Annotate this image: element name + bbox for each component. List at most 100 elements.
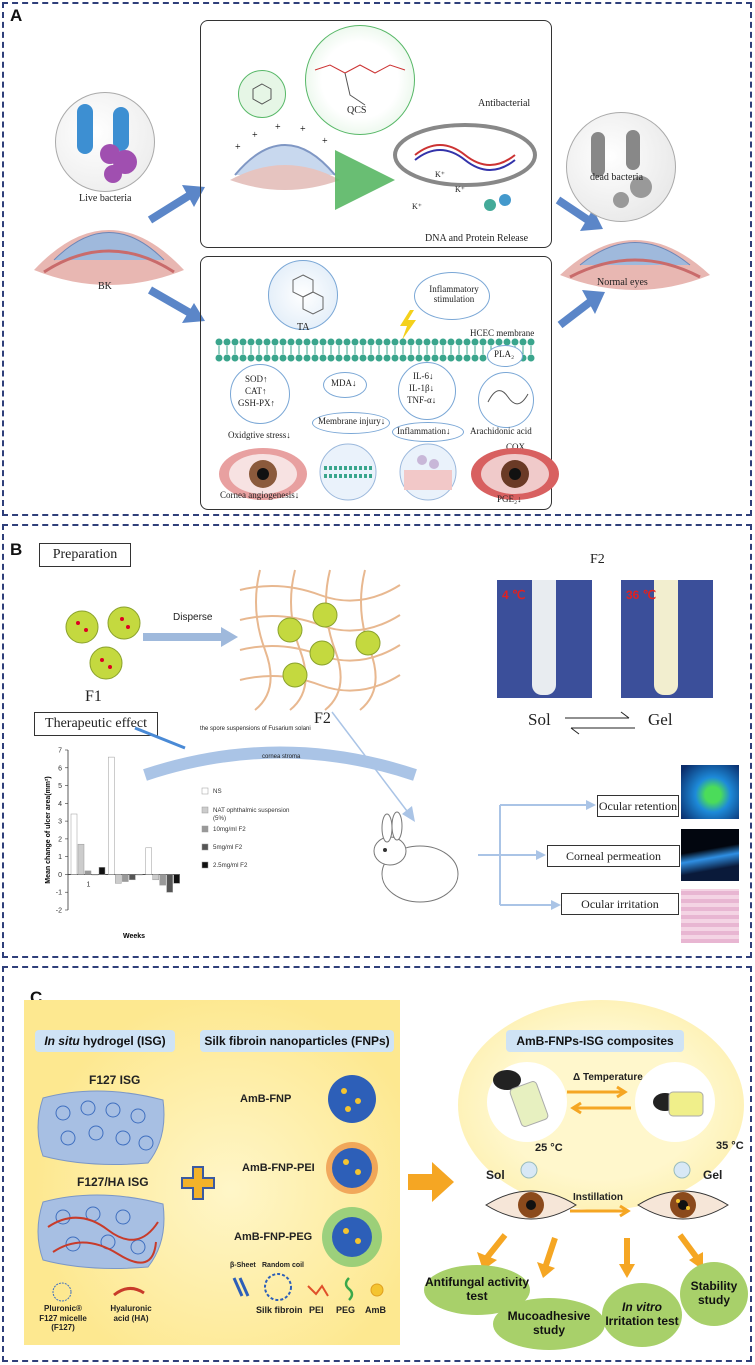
big-orange-arrow bbox=[408, 1162, 454, 1202]
silk-fibroin-label: Silk fibroin bbox=[256, 1305, 303, 1315]
mda-bubble bbox=[323, 372, 367, 398]
ocular-retention-box: Ocular retention bbox=[597, 795, 679, 817]
rabbit-illustration bbox=[373, 811, 459, 903]
bacterial-cell-diagram bbox=[393, 123, 537, 211]
amb-label: AmB bbox=[365, 1305, 387, 1315]
eye-sol bbox=[485, 1190, 577, 1220]
sol-label: Sol bbox=[528, 710, 551, 729]
ha-legend-icon bbox=[113, 1287, 145, 1297]
ta-label: TA bbox=[297, 322, 310, 333]
chart-legend-label: (5%) bbox=[213, 815, 226, 822]
pei-icon bbox=[307, 1284, 329, 1297]
stability-oval: Stability study bbox=[680, 1262, 748, 1326]
il1b-label: IL-1β↓ bbox=[409, 383, 435, 393]
tissue-icon bbox=[399, 443, 457, 501]
droplet-sol-icon bbox=[520, 1161, 538, 1179]
chart-legend-label: 2.5mg/ml F2 bbox=[213, 862, 248, 869]
therapeutic-box: Therapeutic effect bbox=[34, 712, 158, 736]
temp-high-label: 36 ℃ bbox=[626, 588, 657, 602]
anti-inflammatory-box bbox=[200, 256, 552, 510]
chart-y-tick-label: -2 bbox=[56, 908, 62, 915]
equilibrium-arrows bbox=[565, 711, 635, 735]
disperse-arrow bbox=[143, 627, 238, 647]
chart-bar bbox=[145, 847, 152, 875]
eye-with-gel: +++++ bbox=[230, 122, 340, 190]
f127ha-isg-gel bbox=[37, 1194, 165, 1269]
ta-structure bbox=[292, 274, 324, 315]
svg-text:+: + bbox=[275, 122, 281, 133]
arrow-to-anti-inflammatory bbox=[148, 286, 205, 323]
qcs-structure bbox=[314, 64, 406, 106]
red-eye-left bbox=[219, 448, 307, 500]
inflammatory-bubble bbox=[414, 272, 490, 320]
dead-bacteria-label: dead bacteria bbox=[590, 172, 644, 183]
isg-title: In situ hydrogel (ISG) bbox=[35, 1030, 175, 1052]
plus-icon bbox=[181, 1166, 215, 1200]
inflammatory-label: Inflammatory stimulation bbox=[429, 284, 479, 304]
f127ha-isg-label: F127/HA ISG bbox=[77, 1175, 149, 1189]
temp-low-label: 4 ℃ bbox=[502, 588, 526, 602]
inflammation-label: Inflammation↓ bbox=[397, 426, 451, 436]
peg-icon bbox=[344, 1277, 354, 1301]
catechol-structure bbox=[252, 83, 272, 105]
cornea-angio-label: Cornea angiogenesis↓ bbox=[220, 490, 300, 500]
f1-particles bbox=[65, 606, 141, 680]
chart-bar bbox=[70, 813, 78, 875]
qcs-label: QCS bbox=[347, 105, 367, 116]
amb-fnp-pei-particle bbox=[326, 1142, 378, 1194]
permeation-image bbox=[681, 829, 739, 881]
chart-bar bbox=[166, 874, 173, 893]
antibacterial-box bbox=[200, 20, 552, 248]
dna-release-label: DNA and Protein Release bbox=[425, 233, 529, 244]
k-ion-label-3: K⁺ bbox=[412, 202, 422, 211]
panel-b-label: B bbox=[10, 540, 23, 559]
cornea-diagram bbox=[134, 726, 417, 781]
pluronic-label: Pluronic® F127 micelle (F127) bbox=[39, 1304, 87, 1333]
droplet-gel-icon bbox=[673, 1161, 691, 1179]
preparation-box: Preparation bbox=[39, 543, 131, 567]
cornea-stroma-label: cornea stroma bbox=[262, 754, 301, 760]
qcs-bubble bbox=[305, 25, 415, 135]
photo-gel-tube bbox=[621, 580, 713, 698]
chart-y-tick-label: 2 bbox=[58, 836, 62, 843]
green-spotlight-arrow bbox=[335, 150, 395, 210]
tnfa-label: TNF-α↓ bbox=[407, 395, 437, 405]
k-ion-label-2: K⁺ bbox=[455, 185, 465, 194]
mucoadhesive-oval: Mucoadhesive study bbox=[493, 1298, 605, 1350]
amb-icon bbox=[370, 1283, 384, 1297]
amb-fnp-pei-label: AmB-FNP-PEI bbox=[242, 1162, 315, 1174]
f1-label: F1 bbox=[85, 688, 102, 705]
gsh-label: GSH-PX↑ bbox=[238, 398, 276, 408]
pla2-label: PLA₂ bbox=[494, 349, 515, 359]
chart-bar bbox=[122, 874, 129, 882]
composites-title: AmB-FNPs-ISG composites bbox=[506, 1030, 684, 1052]
oxidative-label: Oxidgtive stress↓ bbox=[228, 430, 291, 440]
corneal-permeation-box: Corneal permeation bbox=[547, 845, 680, 867]
svg-text:+: + bbox=[252, 130, 258, 141]
chart-y-tick-label: -1 bbox=[56, 890, 62, 897]
downstream-arrows bbox=[477, 1233, 703, 1278]
chart-legend-label: NS bbox=[213, 788, 222, 795]
amb-fnp-peg-label: AmB-FNP-PEG bbox=[234, 1231, 313, 1243]
t35-label: 35 °C bbox=[716, 1140, 744, 1152]
peg-label: PEG bbox=[336, 1305, 356, 1315]
chart-legend-swatch bbox=[201, 843, 209, 851]
gel-c-label: Gel bbox=[703, 1168, 723, 1182]
irritation-test-label: Irritation test bbox=[605, 1314, 679, 1328]
chart-bar bbox=[115, 874, 122, 884]
il6-label: IL-6↓ bbox=[413, 371, 434, 381]
chart-bar bbox=[159, 874, 166, 886]
normal-eyes-label: Normal eyes bbox=[597, 277, 648, 288]
isg-title-em: In situ bbox=[44, 1034, 80, 1048]
red-eye-right bbox=[471, 448, 559, 500]
gel-label: Gel bbox=[648, 710, 673, 729]
rabbit-connector-arrow bbox=[331, 711, 415, 822]
amb-fnp-peg-particle bbox=[322, 1207, 382, 1267]
chart-legend-label: NAT ophthalmic suspension bbox=[213, 807, 290, 814]
cytokine-bubble bbox=[398, 362, 456, 420]
chart-bar bbox=[77, 843, 85, 875]
chart-y-tick-label: 0 bbox=[58, 872, 62, 879]
chart-legend-swatch bbox=[201, 787, 209, 795]
panel-c bbox=[2, 966, 752, 1362]
